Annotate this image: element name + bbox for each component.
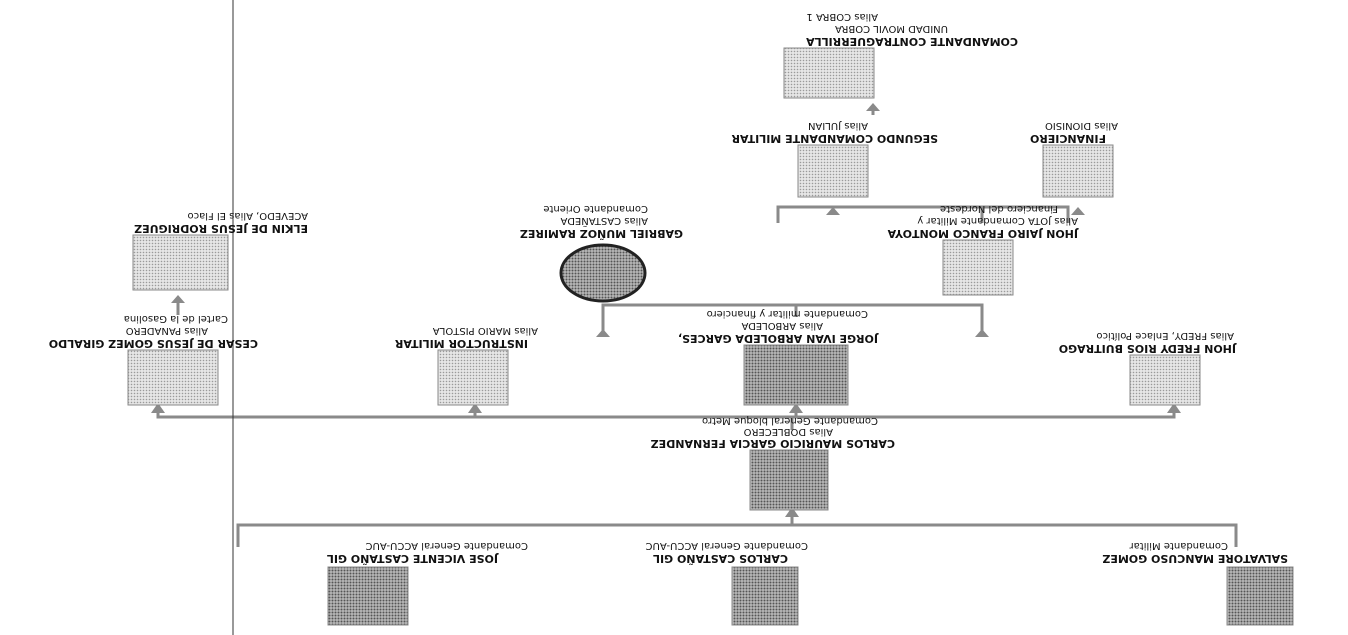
ramirez-alias: Alias CASTAÑEDA <box>560 215 648 228</box>
montoya-name: JHON JAIRO FRANCO MONTOYA <box>887 227 1079 240</box>
arrow-cobra <box>866 103 880 111</box>
node-carlos-castano: CARLOS CASTAÑO GIL Comandante General AC… <box>646 540 808 626</box>
cobra-photo <box>783 47 875 99</box>
node-mancuso: SALVATORE MANCUSO GOMEZ Comandante Milit… <box>1102 540 1294 626</box>
arrow-ramirez <box>596 329 610 337</box>
jose-vicente-photo <box>327 566 409 626</box>
julian-photo <box>797 144 869 198</box>
instructor-alias: Alias MARIO PISTOLA <box>433 325 538 336</box>
instructor-title: INSTRUCTOR MILITAR <box>394 337 528 350</box>
diagram-rotated-group: SALVATORE MANCUSO GOMEZ Comandante Milit… <box>49 0 1294 635</box>
cesar-photo <box>127 349 219 406</box>
elkin-name: ELKIN DE JESUS RODRIGUEZ <box>134 222 308 235</box>
montoya-alias: Alias JOTA Comandante Militar y <box>917 215 1078 226</box>
node-montoya: JHON JAIRO FRANCO MONTOYA Alias JOTA Com… <box>887 203 1079 296</box>
cobra-unit: UNIDAD MOVIL COBRA <box>835 23 948 34</box>
node-julian: SEGUNDO COMANDANTE MILITAR Alias JULIAN <box>731 120 938 198</box>
node-doblecero: CARLOS MAURICIO GARCIA FERNANDEZ Alias D… <box>651 415 895 511</box>
connector-metro-bracket <box>156 409 1176 419</box>
doblecero-name: CARLOS MAURICIO GARCIA FERNANDEZ <box>651 437 895 450</box>
cobra-alias: Alias COBRA 1 <box>806 11 878 22</box>
arrow-julian <box>826 207 840 215</box>
carlos-castano-name: CARLOS CASTAÑO GIL <box>653 552 788 565</box>
arboleda-role: Comandante militar y financiero <box>707 308 868 319</box>
node-cesar: CESAR DE JESUS GOMEZ GIRALDO Alias PANAD… <box>49 313 258 406</box>
connector-top-bracket <box>236 523 1238 547</box>
montoya-role: Financiero del Nordeste <box>940 203 1058 214</box>
ramirez-photo <box>559 243 647 303</box>
jose-vicente-name: JOSE VICENTE CASTAÑO GIL <box>327 552 499 565</box>
fredy-name: JHON FREDY RIOS BUITRAGO <box>1059 342 1237 355</box>
arboleda-alias: Alias ARBOLEDA <box>741 320 823 331</box>
ramirez-name: GABRIEL MUÑOZ RAMIREZ <box>520 227 683 240</box>
jose-vicente-role: Comandante General ACCU-AUC <box>366 540 528 551</box>
dionisio-alias: Alias DIONISIO <box>1045 120 1118 131</box>
node-cobra: COMANDANTE CONTRAGUERRILLA UNIDAD MOVIL … <box>783 11 1018 99</box>
node-dionisio: FINANCIERO Alias DIONISIO <box>1030 120 1118 198</box>
arboleda-photo <box>743 344 849 406</box>
carlos-castano-role: Comandante General ACCU-AUC <box>646 540 808 551</box>
node-jose-vicente: JOSE VICENTE CASTAÑO GIL Comandante Gene… <box>327 540 528 626</box>
julian-alias: Alias JULIAN <box>808 120 868 131</box>
mancuso-role: Comandante Militar <box>1129 540 1228 551</box>
doblecero-alias: Alias DOBLECERO <box>744 426 833 437</box>
dionisio-title: FINANCIERO <box>1030 132 1106 145</box>
doblecero-role: Comandante General bloque Metro <box>702 415 878 426</box>
cobra-title: COMANDANTE CONTRAGUERRILLA <box>806 35 1018 48</box>
elkin-photo <box>132 234 229 291</box>
connector-arboleda-bracket <box>601 303 984 333</box>
arrow-doblecero <box>785 507 799 517</box>
dionisio-photo <box>1042 144 1114 198</box>
arrow-dionisio <box>1071 207 1085 215</box>
instructor-photo <box>437 349 509 406</box>
arrow-instructor <box>468 403 482 413</box>
node-arboleda: JORGE IVAN ARBOLEDA GARCES, Alias ARBOLE… <box>678 308 879 406</box>
arboleda-name: JORGE IVAN ARBOLEDA GARCES, <box>678 332 879 345</box>
mancuso-photo <box>1226 566 1294 626</box>
arrow-elkin <box>171 295 185 303</box>
fredy-alias: Alias FREDY, Enlace Político <box>1096 330 1234 342</box>
ramirez-role: Comandante Oriente <box>543 203 648 214</box>
julian-title: SEGUNDO COMANDANTE MILITAR <box>731 132 938 145</box>
node-elkin: ELKIN DE JESUS RODRIGUEZ ACEVEDO, Alias … <box>132 210 308 291</box>
cesar-alias: Alias PANADERO <box>126 325 208 336</box>
mancuso-name: SALVATORE MANCUSO GOMEZ <box>1102 552 1288 565</box>
cesar-role: Cartel de la Gasolina <box>124 313 228 324</box>
elkin-alias: ACEVEDO, Alias El Flaco <box>187 210 308 221</box>
arrow-arboleda <box>789 403 803 413</box>
connector-montoya-bracket <box>776 205 1070 223</box>
node-ramirez: GABRIEL MUÑOZ RAMIREZ Alias CASTAÑEDA Co… <box>520 203 683 303</box>
arrow-heads <box>151 103 1181 517</box>
montoya-photo <box>942 239 1014 296</box>
node-instructor: INSTRUCTOR MILITAR Alias MARIO PISTOLA <box>394 325 538 406</box>
carlos-castano-photo <box>731 566 799 626</box>
arrow-fredy <box>1167 403 1181 413</box>
cesar-name: CESAR DE JESUS GOMEZ GIRALDO <box>49 337 258 350</box>
node-fredy: JHON FREDY RIOS BUITRAGO Alias FREDY, En… <box>1059 330 1237 406</box>
arrow-cesar <box>151 403 165 413</box>
fredy-photo <box>1129 354 1201 406</box>
arrow-montoya <box>975 329 989 337</box>
doblecero-photo <box>749 449 829 511</box>
